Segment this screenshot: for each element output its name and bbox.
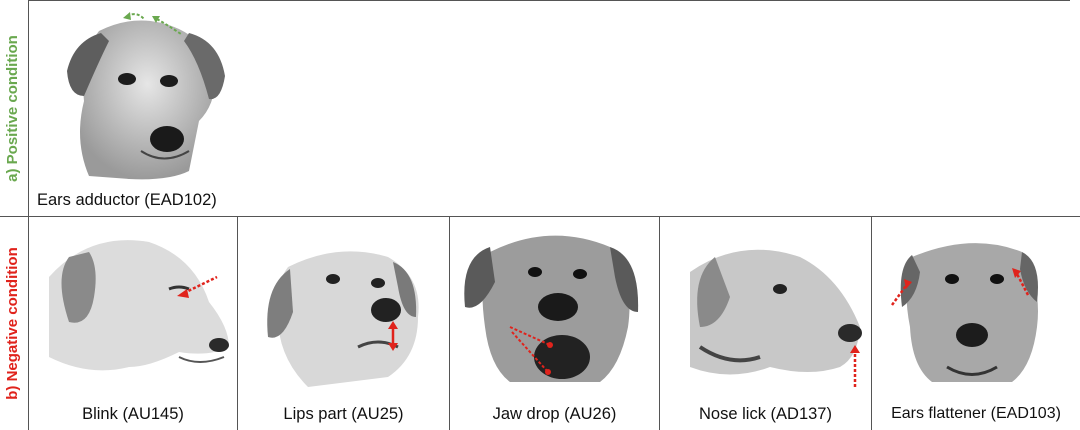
caption-ears-adductor: Ears adductor (EAD102) xyxy=(37,191,217,209)
left-divider xyxy=(28,0,29,430)
row-divider xyxy=(0,216,1080,217)
panel-jaw-drop: Jaw drop (AU26) xyxy=(450,217,659,430)
positive-condition-text: a) Positive condition xyxy=(3,34,21,182)
panel-ears-adductor: Ears adductor (EAD102) xyxy=(29,1,259,216)
positive-condition-label: a) Positive condition xyxy=(0,0,24,216)
caption-nose-lick: Nose lick (AD137) xyxy=(699,405,832,423)
panel-blink: Blink (AU145) xyxy=(29,217,237,430)
panel-lips-part: Lips part (AU25) xyxy=(238,217,449,430)
dog-photo-ears-adductor xyxy=(67,12,225,180)
negative-condition-text: b) Negative condition xyxy=(3,246,21,400)
caption-jaw-drop: Jaw drop (AU26) xyxy=(492,405,617,423)
negative-condition-label: b) Negative condition xyxy=(0,216,24,430)
dog-photo-lips-part xyxy=(267,251,419,387)
caption-ears-flattener: Ears flattener (EAD103) xyxy=(891,405,1061,422)
dog-photo-nose-lick xyxy=(690,249,862,387)
panel-nose-lick: Nose lick (AD137) xyxy=(660,217,871,430)
top-divider xyxy=(28,0,1070,1)
caption-blink: Blink (AU145) xyxy=(82,405,184,423)
panel-divider-1 xyxy=(237,216,238,430)
panel-ears-flattener: Ears flattener (EAD103) xyxy=(872,217,1080,430)
dog-photo-jaw-drop xyxy=(464,235,639,382)
panel-divider-4 xyxy=(871,216,872,430)
caption-lips-part: Lips part (AU25) xyxy=(283,405,404,423)
panel-divider-3 xyxy=(659,216,660,430)
panel-divider-2 xyxy=(449,216,450,430)
dog-photo-ears-flattener xyxy=(890,243,1038,382)
dog-photo-blink xyxy=(49,240,229,371)
